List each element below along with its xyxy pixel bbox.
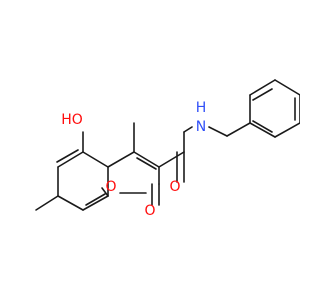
bond-line: [101, 187, 109, 197]
bond-line: [136, 157, 157, 170]
bond-line: [56, 149, 79, 163]
amide-nitrogen-label: N: [196, 119, 206, 135]
structure-canvas: HO O O O N H: [35, 79, 301, 219]
amide-oxygen-label: O: [169, 179, 180, 195]
bond-line: [249, 122, 276, 138]
bond-line: [252, 120, 273, 133]
bond-line: [274, 79, 301, 96]
bond-line: [35, 195, 59, 211]
ring-oxygen-label: O: [105, 179, 116, 195]
bond-line: [274, 122, 301, 138]
bond-line: [57, 151, 84, 168]
molecule-structure: HO O O O N H: [35, 79, 301, 219]
bond-line: [85, 193, 106, 206]
hydroxyl-label: HO: [61, 112, 83, 128]
bond-line: [208, 126, 228, 137]
bond-line: [133, 151, 160, 168]
amide-hydrogen-label: H: [196, 100, 207, 116]
bond-line: [226, 122, 251, 137]
carbonyl-oxygen-label: O: [144, 203, 155, 219]
bond-line: [252, 88, 273, 101]
bond-layer: [35, 79, 301, 211]
bond-line: [249, 79, 276, 96]
bond-line: [82, 151, 109, 168]
bond-line: [107, 151, 135, 168]
bond-line: [82, 195, 109, 211]
bond-line: [158, 151, 185, 168]
bond-line: [183, 126, 193, 133]
bond-line: [57, 195, 84, 211]
